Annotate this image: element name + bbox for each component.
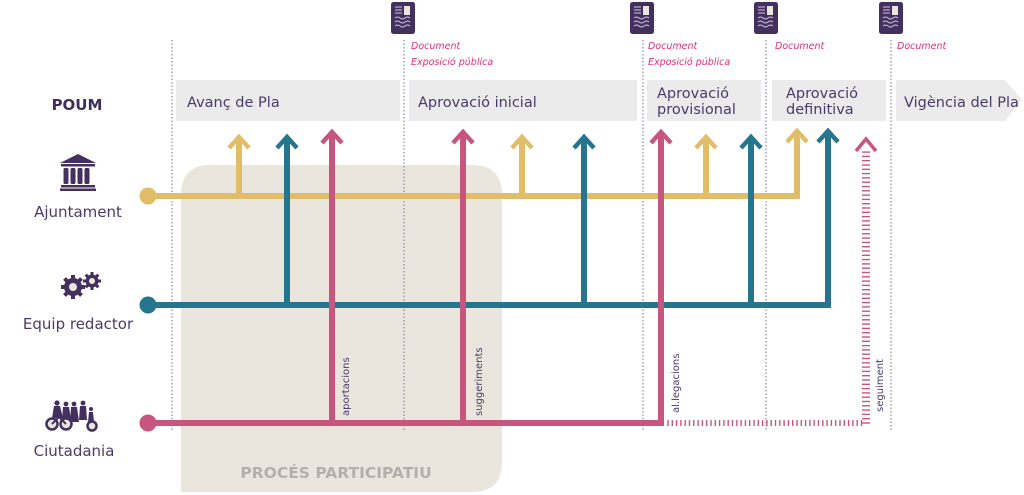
flow-label-seguiment: seguiment [875,359,886,412]
milestone-note: Exposició pública [411,57,493,68]
actor-ajuntament: Ajuntament [34,154,122,221]
equip-arrow [816,127,840,308]
stage-label: Aprovació [786,86,858,102]
milestone-aprovacio-definitiva: Document [754,2,825,52]
aportacions-arrow [320,128,344,423]
actor-label: Ajuntament [34,203,122,221]
flow-ajuntament [139,187,800,205]
document-icon [391,2,415,34]
participation-panel: PROCÉS PARTICIPATIU [181,165,502,492]
ajuntament-arrow [510,133,534,196]
ciutadania-start-dot [139,414,157,432]
stage-label: Vigència del Pla [904,95,1019,111]
ajuntament-arrow [694,133,718,196]
actor-equip-redactor: Equip redactor [23,272,134,333]
stage-label: provisional [657,102,736,118]
milestone-vigencia: Document [879,2,947,52]
citizens-icon [45,400,98,432]
milestone-aprovacio-provisional: Document Exposició pública [630,2,730,68]
participation-panel-label: PROCÉS PARTICIPATIU [240,463,431,482]
gears-icon [61,272,101,299]
milestone-note: Document [775,41,825,52]
suggeriments-arrow [451,128,475,423]
milestone-note: Document [648,41,698,52]
stage-aprovacio-definitiva: Aprovació definitiva [772,80,886,121]
stage-label: Aprovació inicial [418,95,537,111]
allegacions-arrow [649,128,673,426]
equip-arrow [275,133,299,308]
town-hall-icon [60,154,96,191]
flow-label-aportacions: aportacions [341,357,352,416]
stage-aprovacio-provisional: Aprovació provisional [647,80,761,121]
document-icon [630,2,654,34]
equip-arrow [572,133,596,308]
flow-label-allegacions: al.legacions [671,354,682,413]
document-icon [879,2,903,34]
flow-equip-redactor [139,296,831,314]
stage-label: definitiva [786,102,854,118]
flow-label-suggeriments: suggeriments [474,347,485,416]
actor-ciutadania: Ciutadania [34,400,115,460]
milestone-note: Document [897,41,947,52]
stage-label: Avanç de Pla [187,95,280,111]
stage-bar: Avanç de Pla Aprovació inicial Aprovació… [176,80,1022,121]
document-icon [754,2,778,34]
ajuntament-arrow [227,133,251,196]
ajuntament-arrow [785,127,809,199]
ajuntament-start-dot [139,187,157,205]
stage-avanc-de-pla: Avanç de Pla [176,80,400,121]
actor-label: Equip redactor [23,315,134,333]
milestone-note: Exposició pública [648,57,730,68]
stage-label: Aprovació [657,86,729,102]
equip-start-dot [139,296,157,314]
stage-aprovacio-inicial: Aprovació inicial [409,80,637,121]
seguiment-flow [667,136,878,426]
flow-ciutadania [139,414,664,432]
actor-label: Ciutadania [34,442,115,460]
poum-title: POUM [52,96,103,114]
flows [139,127,878,432]
milestones: Document Exposició pública Document Expo… [391,2,947,68]
equip-arrow [739,133,763,308]
stage-vigencia-del-pla: Vigència del Pla [896,80,1022,121]
milestone-note: Document [411,41,461,52]
milestone-aprovacio-inicial: Document Exposició pública [391,2,493,68]
phase-separators [171,40,892,432]
